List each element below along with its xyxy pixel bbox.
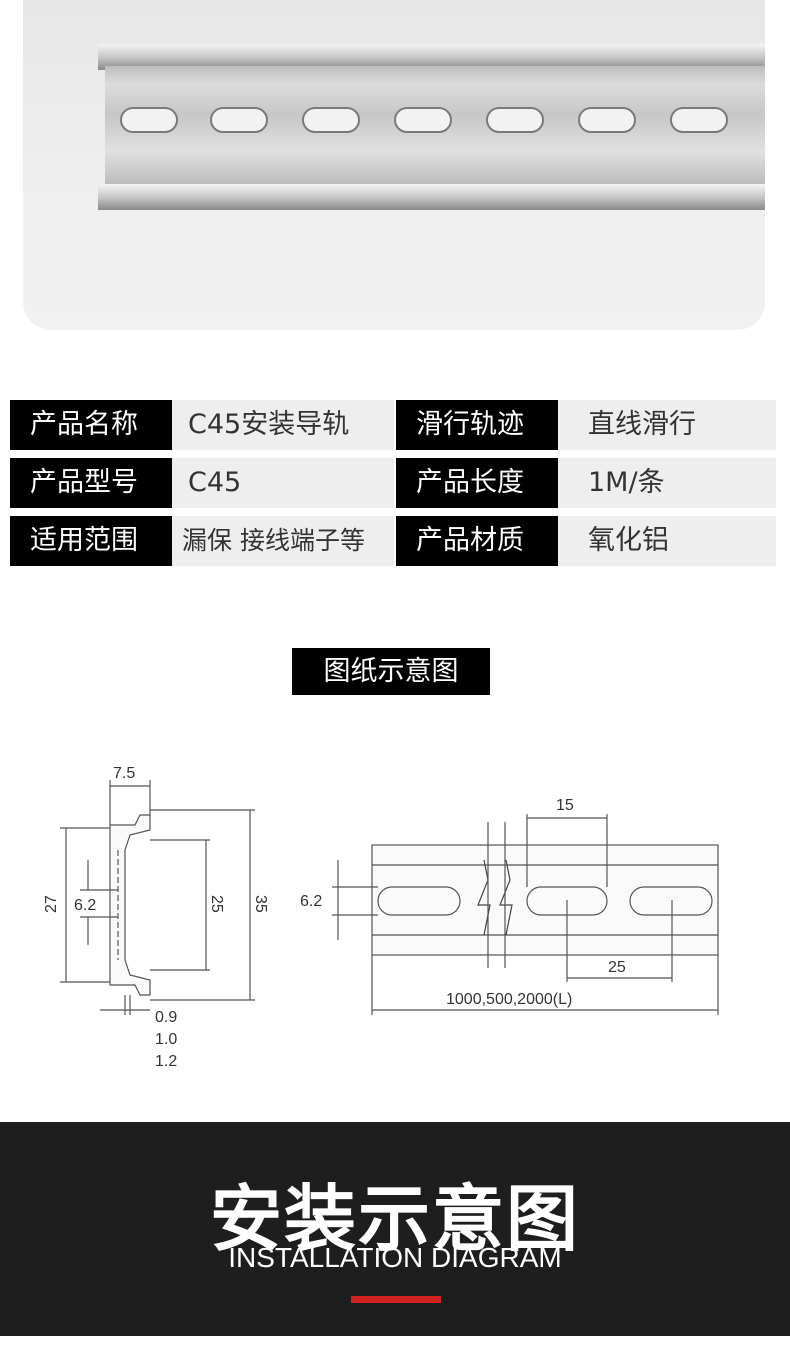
spec-value: 漏保 接线端子等 bbox=[172, 516, 394, 566]
spec-value: C45安装导轨 bbox=[172, 400, 394, 450]
spec-row: 产品名称 C45安装导轨 滑行轨迹 直线滑行 bbox=[10, 400, 776, 450]
spec-value: 直线滑行 bbox=[558, 400, 776, 450]
dim-thickness-3: 1.2 bbox=[155, 1053, 177, 1070]
spec-label: 产品材质 bbox=[396, 516, 558, 566]
product-photo bbox=[23, 0, 765, 330]
install-title: 安装示意图 bbox=[209, 1177, 580, 1261]
spec-label: 产品型号 bbox=[10, 458, 172, 508]
spec-row: 产品型号 C45 产品长度 1M/条 bbox=[10, 458, 776, 508]
dim-lengths: 1000,500,2000(L) bbox=[446, 991, 572, 1008]
dim-slot-length: 15 bbox=[556, 797, 574, 814]
spec-label: 滑行轨迹 bbox=[396, 400, 558, 450]
spec-value: 1M/条 bbox=[558, 458, 776, 508]
dim-pitch: 25 bbox=[608, 959, 626, 976]
spec-label: 产品名称 bbox=[10, 400, 172, 450]
spec-value: C45 bbox=[172, 458, 394, 508]
accent-bar bbox=[351, 1296, 441, 1303]
dim-hole: 6.2 bbox=[74, 897, 96, 914]
dim-thickness-2: 1.0 bbox=[155, 1031, 177, 1048]
install-subtitle: INSTALLATION DIAGRAM bbox=[228, 1242, 562, 1273]
dim-total: 35 bbox=[252, 895, 269, 913]
drawing-title: 图纸示意图 bbox=[292, 648, 490, 695]
dim-outer-height: 27 bbox=[43, 895, 60, 913]
dim-slot-height: 6.2 bbox=[300, 893, 322, 910]
spec-value: 氧化铝 bbox=[558, 516, 776, 566]
dim-top-width: 7.5 bbox=[113, 765, 135, 782]
spec-label: 适用范围 bbox=[10, 516, 172, 566]
dim-inner: 25 bbox=[208, 895, 225, 913]
technical-drawing: 7.5 27 6.2 25 35 0.9 1.0 1.2 15 6.2 25 1… bbox=[43, 765, 719, 1070]
spec-table: 产品名称 C45安装导轨 滑行轨迹 直线滑行 产品型号 C45 产品长度 1M/… bbox=[10, 400, 776, 574]
dim-thickness-1: 0.9 bbox=[155, 1009, 177, 1026]
spec-row: 适用范围 漏保 接线端子等 产品材质 氧化铝 bbox=[10, 516, 776, 566]
spec-label: 产品长度 bbox=[396, 458, 558, 508]
